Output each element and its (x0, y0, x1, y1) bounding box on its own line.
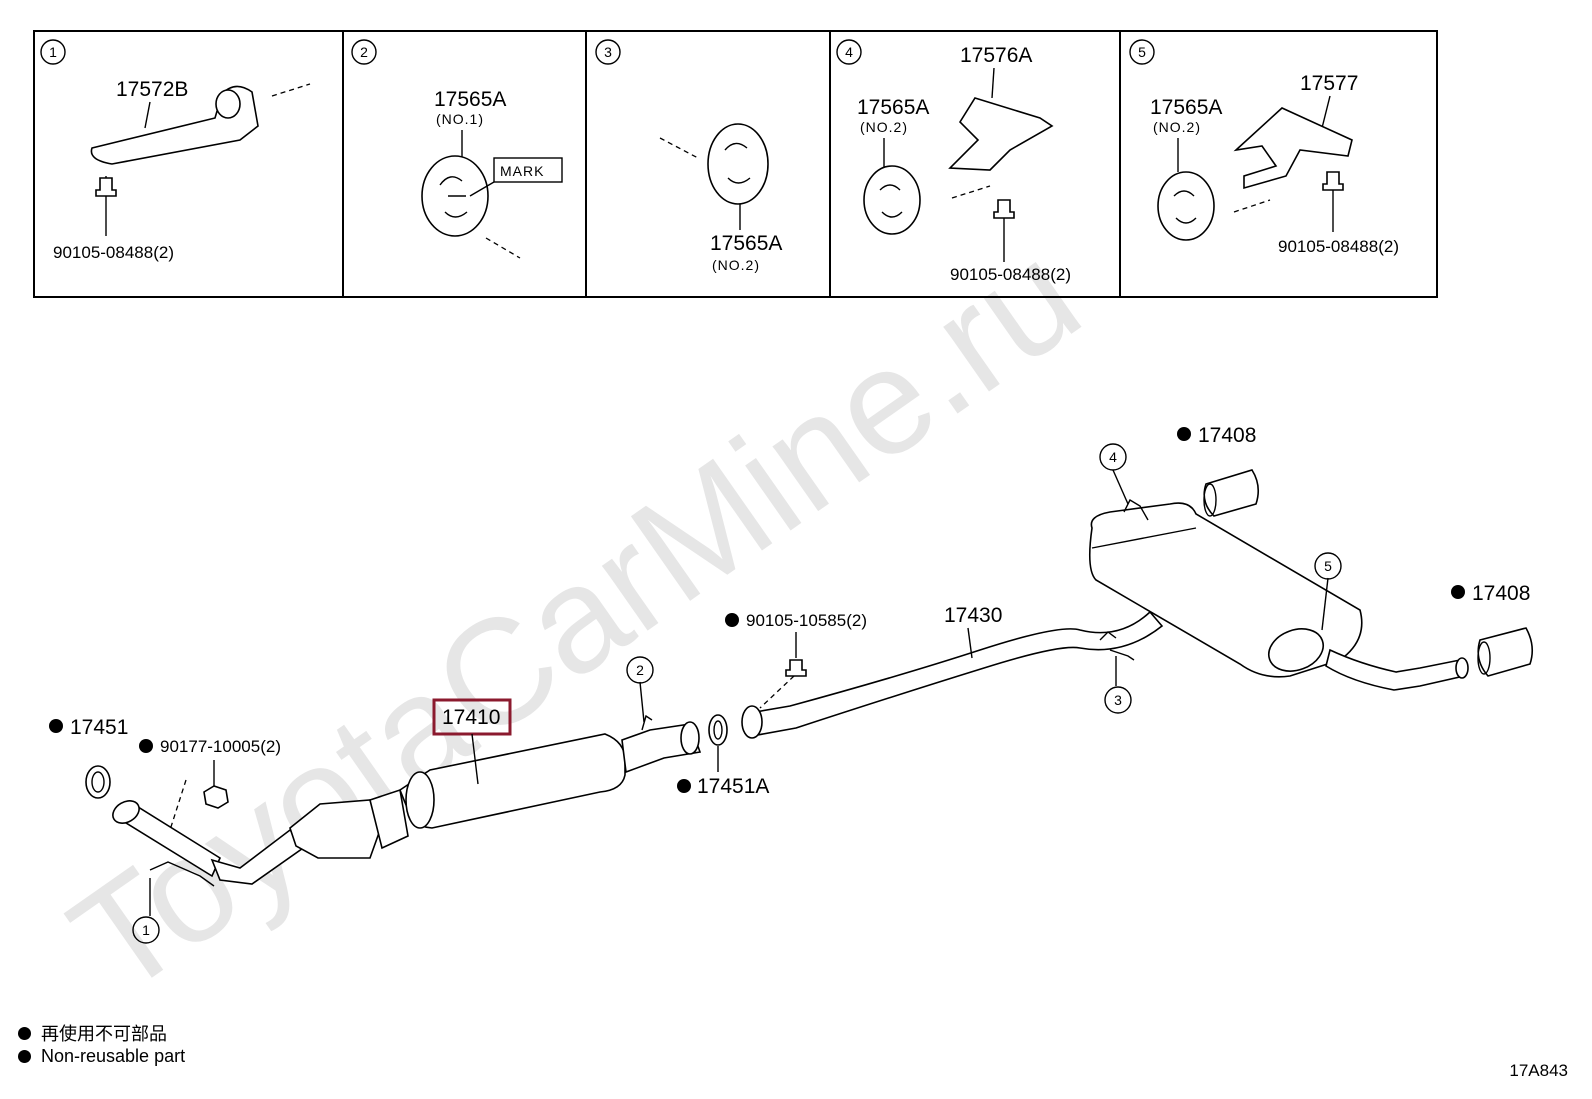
bolt-90105-08488-label: 90105-08488(2) (53, 243, 174, 262)
legend-line-jp: 再使用不可部品 (18, 1020, 167, 1046)
rubber-hanger-17565A-no2 (707, 123, 769, 205)
svg-text:90177-10005(2): 90177-10005(2) (160, 737, 281, 756)
svg-text:17408: 17408 (1472, 582, 1530, 605)
svg-text:17430: 17430 (944, 604, 1002, 627)
part-17572B-label: 17572B (116, 78, 188, 101)
svg-text:17451A: 17451A (697, 775, 769, 798)
callout-2: 2 (626, 656, 654, 723)
inset-4-number: 4 (845, 44, 853, 60)
part-17577-label: 17577 (1300, 72, 1358, 95)
inset-panels (33, 30, 1438, 298)
part-17565A-label-3: 17565A (710, 232, 782, 255)
svg-text:2: 2 (636, 662, 644, 678)
bracket-17577 (1233, 107, 1353, 190)
part-17565A-sub-3: (NO.2) (712, 257, 760, 273)
part-17565A-sub: (NO.1) (436, 111, 484, 127)
label-90177-10005: 90177-10005(2) (139, 737, 281, 786)
part-17565A-label: 17565A (434, 88, 506, 111)
inset-5-number: 5 (1138, 44, 1146, 60)
bolt-label-4: 90105-08488(2) (950, 265, 1071, 284)
nut-90177 (203, 785, 229, 809)
tail-tip-17408-b (1477, 627, 1534, 677)
inset-1-number: 1 (49, 44, 57, 60)
rubber-hanger-4 (863, 165, 921, 235)
label-17408-a: 17408 (1177, 424, 1256, 447)
inset-3-number: 3 (604, 44, 612, 60)
inset-1: 1 17572B 90105-08488(2) (40, 39, 311, 262)
svg-text:4: 4 (1109, 449, 1117, 465)
part-17410-label: 17410 (442, 706, 500, 729)
callout-5: 5 (1314, 552, 1342, 631)
part-17565A-sub-4: (NO.2) (860, 119, 908, 135)
callout-4: 4 (1099, 443, 1129, 505)
part-17565A-label-5: 17565A (1150, 96, 1222, 119)
svg-text:1: 1 (142, 922, 150, 938)
svg-text:17408: 17408 (1198, 424, 1256, 447)
inset-2: 2 17565A (NO.1) MARK (351, 39, 563, 259)
callout-3: 3 (1104, 686, 1132, 714)
inset-3: 3 17565A (NO.2) (595, 39, 782, 273)
center-pipe-17410 (399, 714, 702, 829)
gasket-17451A (708, 714, 728, 746)
part-17576A-label: 17576A (960, 44, 1032, 67)
legend-text-en: Non-reusable part (41, 1046, 186, 1066)
label-17410: 17410 (432, 698, 512, 785)
label-90105-10585: 90105-10585(2) (725, 611, 867, 658)
legend-line-en: Non-reusable part (18, 1046, 185, 1067)
callout-1: 1 (132, 916, 160, 944)
bolt-label-5: 90105-08488(2) (1278, 237, 1399, 256)
mark-box (493, 157, 563, 183)
label-17408-b: 17408 (1451, 582, 1530, 605)
bullet-icon (18, 1050, 31, 1063)
label-17451: 17451 (49, 716, 128, 739)
bullet-icon (18, 1026, 31, 1040)
bolt-icon-4 (993, 199, 1015, 219)
bracket-17576A (948, 97, 1054, 171)
part-17565A-sub-5: (NO.2) (1153, 119, 1201, 135)
svg-text:5: 5 (1324, 558, 1332, 574)
mark-label: MARK (500, 163, 544, 179)
svg-text:90105-10585(2): 90105-10585(2) (746, 611, 867, 630)
inset-2-number: 2 (360, 44, 368, 60)
svg-text:17451: 17451 (70, 716, 128, 739)
tail-pipe-17430 (741, 610, 1164, 739)
front-pipe (112, 800, 308, 916)
rubber-hanger-5 (1157, 171, 1215, 241)
catalytic-converter (289, 788, 409, 859)
svg-text:3: 3 (1114, 692, 1122, 708)
inset-4: 4 17576A 17565A (NO.2) 90105-08488(2) (836, 39, 1071, 284)
tail-tip-17408-a (1203, 469, 1260, 517)
part-17565A-label-4: 17565A (857, 96, 929, 119)
label-17430: 17430 (944, 604, 1002, 659)
bolt-90105-10585 (785, 659, 807, 677)
inset-5: 5 17577 17565A (NO.2) 90105-08488(2) (1129, 39, 1399, 256)
muffler (1088, 499, 1469, 691)
label-17451A: 17451A (677, 746, 769, 798)
legend-text-jp: 再使用不可部品 (41, 1024, 167, 1044)
diagram-code: 17A843 (1509, 1061, 1568, 1080)
gasket-17451 (85, 765, 111, 799)
bolt-icon-5 (1322, 171, 1344, 191)
bolt-icon (95, 177, 117, 197)
